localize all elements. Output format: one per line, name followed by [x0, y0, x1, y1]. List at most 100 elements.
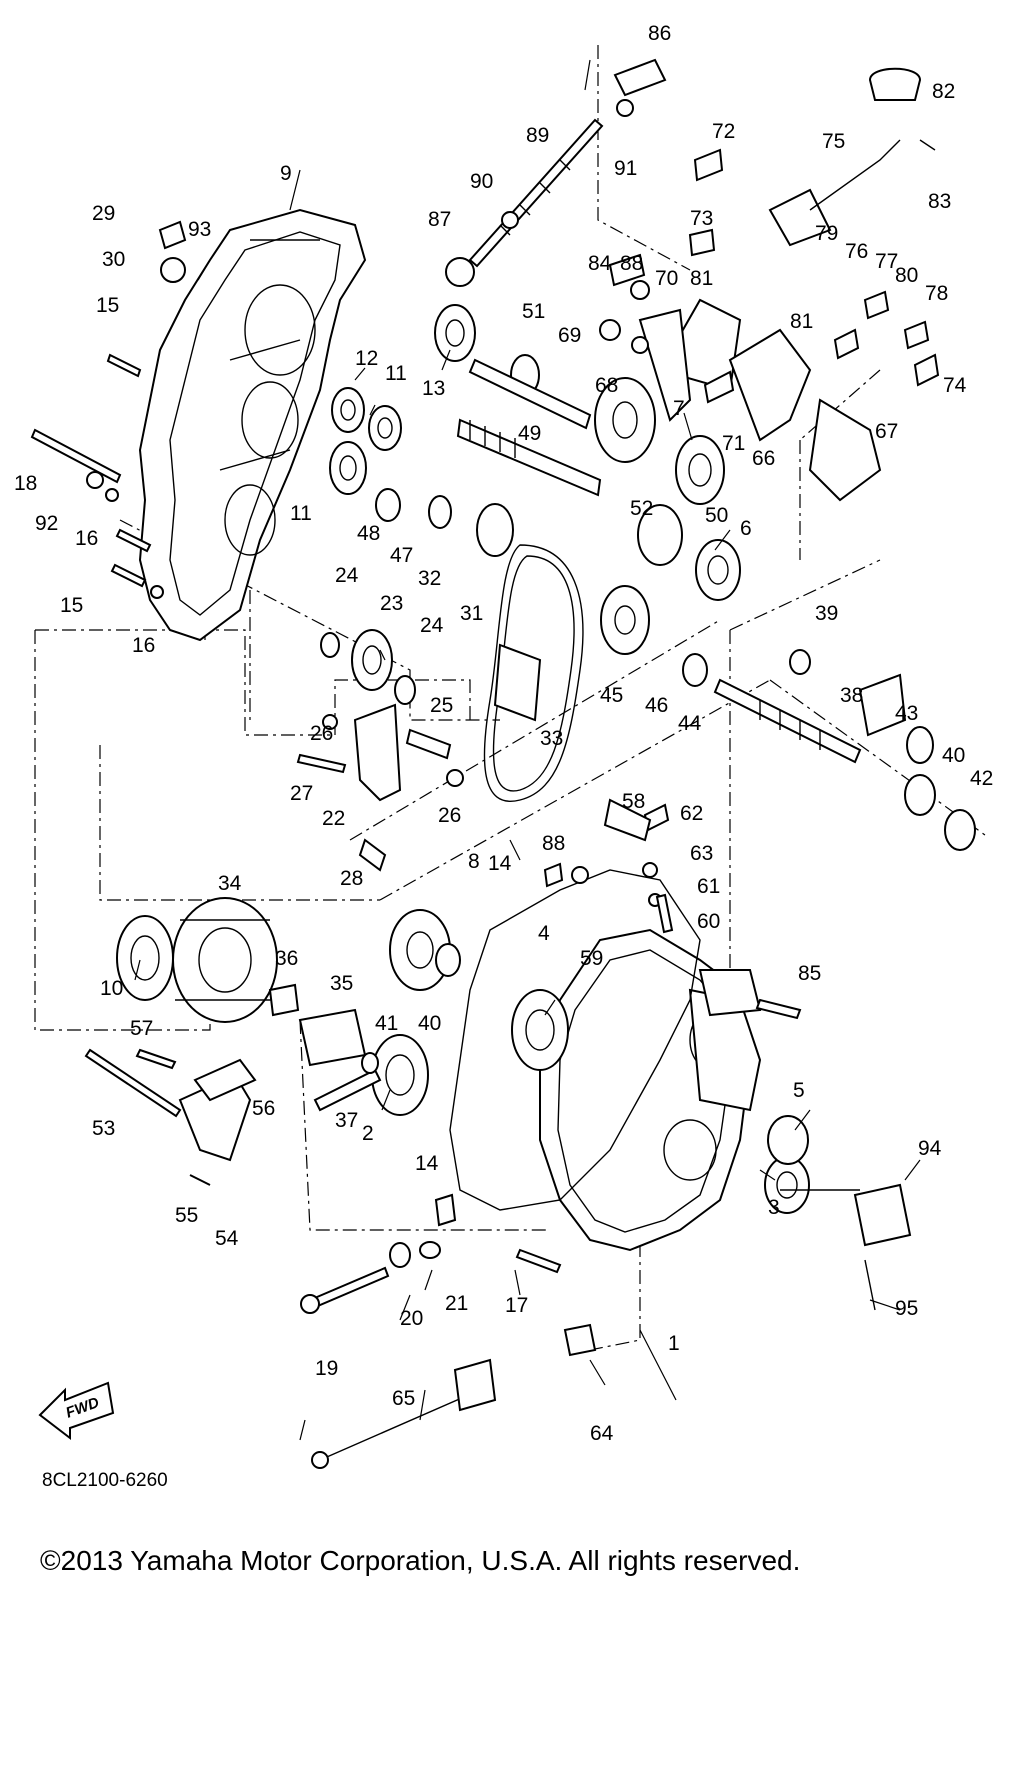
callout-4: 4: [538, 922, 550, 945]
callout-88a: 88: [620, 252, 643, 275]
callout-34: 34: [218, 872, 242, 895]
callout-42: 42: [970, 767, 993, 790]
callout-86: 86: [648, 22, 671, 45]
diagram-reference-code: 8CL2100-6260: [42, 1470, 168, 1491]
callout-67: 67: [875, 420, 898, 443]
callout-37: 37: [335, 1109, 358, 1132]
callout-74: 74: [943, 374, 967, 397]
callout-14b: 14: [415, 1152, 439, 1175]
copyright-notice: ©2013 Yamaha Motor Corporation, U.S.A. A…: [40, 1545, 801, 1576]
callout-26a: 26: [310, 722, 333, 745]
callout-58: 58: [622, 790, 645, 813]
callout-47: 47: [390, 544, 413, 567]
callout-73: 73: [690, 207, 713, 230]
callout-84: 84: [588, 252, 612, 275]
callout-52: 52: [630, 497, 653, 520]
shift-lever-assembly: [638, 67, 922, 502]
shafts: [84, 358, 862, 1314]
callout-38: 38: [840, 684, 863, 707]
shift-rod-linkage: [445, 58, 667, 287]
callout-25: 25: [430, 694, 453, 717]
callout-48: 48: [357, 522, 380, 545]
callout-45: 45: [600, 684, 623, 707]
callout-72: 72: [712, 120, 735, 143]
right-crankcase-housing: [539, 928, 762, 1252]
callout-55: 55: [175, 1204, 198, 1227]
callout-21: 21: [445, 1292, 468, 1315]
callout-49: 49: [518, 422, 541, 445]
callout-83: 83: [928, 190, 951, 213]
callout-76: 76: [845, 240, 868, 263]
callout-59: 59: [580, 947, 603, 970]
callout-51: 51: [522, 300, 545, 323]
callout-77: 77: [875, 250, 898, 273]
sensor-wire: [311, 1323, 597, 1469]
callout-71: 71: [722, 432, 745, 455]
callout-15a: 15: [96, 294, 119, 317]
callout-9: 9: [280, 162, 292, 185]
callout-8: 8: [468, 850, 480, 873]
callout-2: 2: [362, 1122, 374, 1145]
callout-7: 7: [673, 397, 685, 420]
callout-92: 92: [35, 512, 58, 535]
bearings: [116, 304, 810, 1214]
small-fasteners: [30, 139, 940, 1311]
left-crankcase-housing: [138, 208, 367, 642]
callout-62: 62: [680, 802, 703, 825]
callout-41: 41: [375, 1012, 398, 1035]
callout-11a: 11: [385, 362, 407, 385]
part-callouts: 1 2 3 4 5 6 7 8 9 10 11 11 12 13 14 14 1…: [14, 22, 993, 1445]
callout-75: 75: [822, 130, 845, 153]
callout-24a: 24: [335, 564, 359, 587]
callout-61: 61: [697, 875, 720, 898]
callout-30: 30: [102, 248, 125, 271]
callout-36: 36: [275, 947, 298, 970]
callout-69: 69: [558, 324, 581, 347]
callout-10: 10: [100, 977, 123, 1000]
callout-31: 31: [460, 602, 483, 625]
callout-6: 6: [740, 517, 752, 540]
callout-16a: 16: [75, 527, 98, 550]
callout-78: 78: [925, 282, 948, 305]
callout-22: 22: [322, 807, 345, 830]
callout-91: 91: [614, 157, 637, 180]
callout-66: 66: [752, 447, 775, 470]
callout-46: 46: [645, 694, 668, 717]
callout-20: 20: [400, 1307, 423, 1330]
callout-95: 95: [895, 1297, 918, 1320]
callout-11b: 11: [290, 502, 312, 525]
callout-28: 28: [340, 867, 363, 890]
callout-60: 60: [697, 910, 720, 933]
callout-18: 18: [14, 472, 37, 495]
callout-57: 57: [130, 1017, 153, 1040]
callout-26b: 26: [438, 804, 461, 827]
callout-65: 65: [392, 1387, 415, 1410]
callout-40a: 40: [942, 744, 965, 767]
shift-forks-brackets: [178, 703, 402, 1162]
callout-23: 23: [380, 592, 403, 615]
callout-56: 56: [252, 1097, 275, 1120]
callout-50: 50: [705, 504, 728, 527]
leader-lines: [134, 59, 921, 1441]
callout-27: 27: [290, 782, 313, 805]
callout-63: 63: [690, 842, 713, 865]
callout-1: 1: [668, 1332, 680, 1355]
callout-3: 3: [768, 1196, 780, 1219]
callout-68: 68: [595, 374, 618, 397]
callout-44: 44: [678, 712, 702, 735]
callout-16b: 16: [132, 634, 155, 657]
callout-43: 43: [895, 702, 918, 725]
callout-12: 12: [355, 347, 378, 370]
callout-40b: 40: [418, 1012, 441, 1035]
callout-24b: 24: [420, 614, 444, 637]
callout-88b: 88: [542, 832, 565, 855]
callout-53: 53: [92, 1117, 115, 1140]
callout-80: 80: [895, 264, 918, 287]
callout-94: 94: [918, 1137, 942, 1160]
callout-54: 54: [215, 1227, 239, 1250]
gears: [172, 354, 683, 1023]
callout-14a: 14: [488, 852, 512, 875]
callout-19: 19: [315, 1357, 338, 1380]
callout-79: 79: [815, 222, 838, 245]
callout-81b: 81: [790, 310, 813, 333]
